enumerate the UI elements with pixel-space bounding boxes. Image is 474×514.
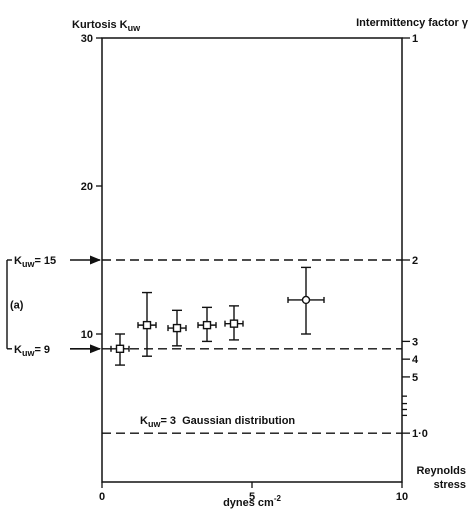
reference-label-value: = 15 [34, 255, 56, 267]
x-axis-title-superscript: -2 [274, 494, 282, 503]
x-axis-title: dynes cm-2 [223, 494, 281, 509]
right-axis-title: Intermittency factor γ [356, 17, 469, 29]
square-marker [115, 344, 125, 353]
y-axis-title-subscript: uw [128, 23, 141, 33]
reference-label: Kuw= 9 [14, 344, 50, 358]
y-tick-label: 20 [81, 181, 93, 193]
bracket-label: (a) [10, 299, 24, 311]
y-tick-label: 30 [81, 33, 93, 45]
right-tick-label: 5 [412, 372, 418, 384]
square-marker [202, 320, 212, 330]
data-point-4 [224, 305, 244, 341]
square-marker [229, 319, 239, 328]
reference-label: Kuw= 15 [14, 255, 56, 269]
data-points [110, 266, 325, 366]
square-marker [172, 323, 182, 333]
data-point-5 [287, 266, 325, 335]
data-point-0 [110, 333, 130, 366]
data-point-3 [197, 306, 217, 343]
right-tick-label: 4 [412, 354, 419, 366]
right-tick-label: 1 [412, 33, 418, 45]
data-point-2 [167, 309, 187, 347]
stress-label: stress [434, 479, 466, 491]
x-tick-label: 5 [249, 491, 255, 503]
gaussian-label-sub: uw [148, 419, 161, 429]
gaussian-label-k: K [140, 415, 148, 427]
gaussian-label-text: Gaussian distribution [182, 415, 295, 427]
right-tick-label: 2 [412, 255, 418, 267]
square-marker [142, 320, 152, 330]
circle-marker [301, 295, 311, 305]
x-tick-label: 0 [99, 491, 105, 503]
reference-label-value: = 9 [34, 344, 50, 356]
reynolds-label: Reynolds [416, 465, 466, 477]
reference-label-k: K [14, 344, 22, 356]
x-tick-label: 10 [396, 491, 408, 503]
y-tick-label: 10 [81, 329, 93, 341]
gaussian-label-value: = 3 [160, 415, 176, 427]
reference-label-sub: uw [22, 348, 35, 358]
data-point-1 [137, 291, 157, 357]
right-tick-label: 3 [412, 336, 418, 348]
y-axis-title: Kurtosis Kuw [72, 19, 141, 33]
reference-label-sub: uw [22, 259, 35, 269]
right-tick-label: 1·0 [412, 428, 428, 440]
reference-label-k: K [14, 255, 22, 267]
gaussian-label: Kuw= 3 Gaussian distribution [140, 415, 295, 429]
axis-ticks: 0 5 10 10 20 30 1 2 3 4 5 1·0 [81, 33, 428, 503]
